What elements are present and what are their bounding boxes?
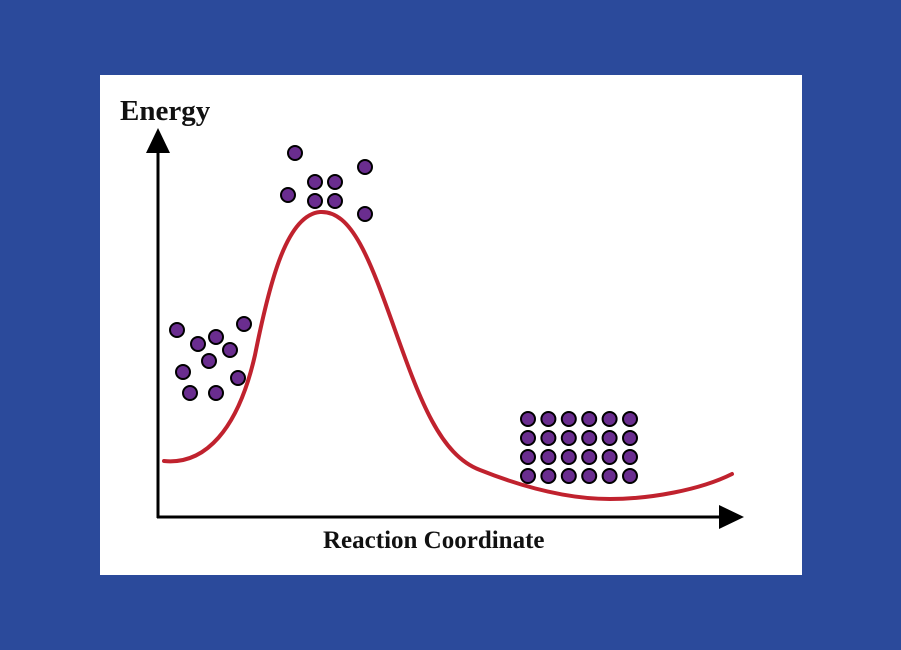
particle [327,174,343,190]
particle [230,370,246,386]
particle [581,411,598,427]
energy-curve [162,209,734,502]
particle [622,430,638,446]
particle [190,336,206,352]
y-axis-label: Energy [120,95,211,127]
particle [581,449,598,465]
reactants-cluster [169,316,252,401]
particle [540,449,557,465]
particle [520,468,536,484]
particle [560,430,577,446]
particle [540,430,557,446]
particle [287,145,303,161]
particle [601,430,618,446]
particle [560,468,577,484]
transition-state-cluster [280,145,373,222]
particle [520,411,536,427]
x-axis-label: Reaction Coordinate [323,527,545,554]
particle [560,411,577,427]
particle [327,193,343,209]
particle [540,468,557,484]
particle [222,342,238,358]
particle [357,159,373,175]
particle [622,411,638,427]
particle [169,322,185,338]
particle [307,174,323,190]
x-axis-arrowhead [719,505,744,529]
particle [520,430,536,446]
particle [208,329,224,345]
particle [182,385,198,401]
particle [357,206,373,222]
particle [581,430,598,446]
particle [208,385,224,401]
particle [601,449,618,465]
particle [622,449,638,465]
particle [601,411,618,427]
particle [581,468,598,484]
products-cluster [520,411,638,484]
particle [622,468,638,484]
particle [236,316,252,332]
particle [175,364,191,380]
particle [280,187,296,203]
particle [601,468,618,484]
particle [520,449,536,465]
particle [307,193,323,209]
y-axis-arrowhead [146,128,170,153]
particle [540,411,557,427]
particle [201,353,217,369]
particle [560,449,577,465]
